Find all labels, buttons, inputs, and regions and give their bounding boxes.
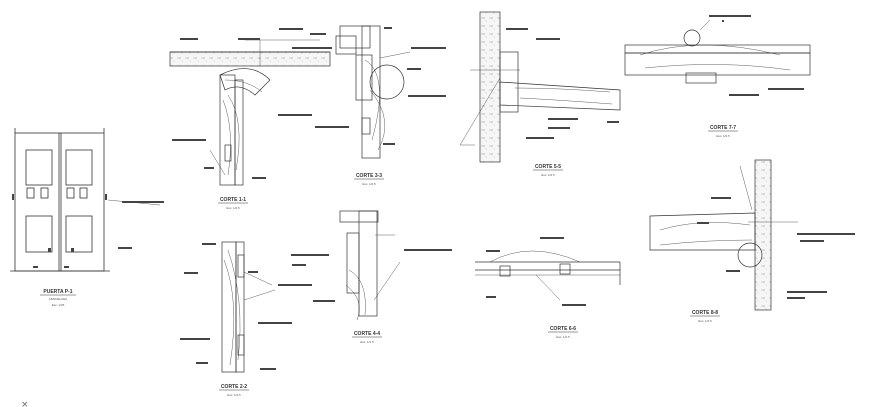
section-4-4-labels	[291, 249, 452, 302]
section-6-6-labels	[486, 237, 586, 306]
title-corte-7-7: CORTE 7-7 Esc. 1/2.5	[708, 125, 738, 138]
title-corte-5-5: CORTE 5-5 Esc. 1/2.5	[533, 164, 563, 177]
title-corte-2-2: CORTE 2-2 Esc. 1/2.5	[219, 384, 249, 397]
door-elevation	[10, 128, 161, 272]
svg-text:CORTE 8-8: CORTE 8-8	[692, 310, 718, 316]
svg-text:Esc. 1/2.5: Esc. 1/2.5	[541, 173, 555, 177]
title-corte-4-4: CORTE 4-4 Esc. 1/2.5	[352, 331, 382, 344]
svg-text:CORTE 6-6: CORTE 6-6	[550, 326, 576, 332]
svg-text:CORTE 2-2: CORTE 2-2	[221, 384, 247, 390]
section-5-5	[459, 11, 621, 163]
section-6-6	[475, 250, 621, 301]
section-8-8	[649, 159, 798, 311]
section-4-4	[339, 210, 401, 321]
section-3-3	[335, 25, 411, 159]
svg-text:Esc. 1/2.5: Esc. 1/2.5	[226, 206, 240, 210]
cross-marker: ×	[21, 400, 29, 407]
svg-text:CORTE 5-5: CORTE 5-5	[535, 164, 561, 170]
svg-text:Esc. 1/2.5: Esc. 1/2.5	[227, 393, 241, 397]
section-1-1-labels	[172, 28, 332, 179]
section-8-8-labels	[697, 197, 855, 299]
svg-text:APAINELADA: APAINELADA	[49, 297, 68, 301]
title-corte-8-8: CORTE 8-8 Esc. 1/2.5	[690, 310, 720, 323]
title-corte-1-1: CORTE 1-1 Esc. 1/2.5	[218, 197, 248, 210]
svg-text:PUERTA P-1: PUERTA P-1	[43, 289, 72, 295]
svg-text:Esc. 1/2.5: Esc. 1/2.5	[556, 335, 570, 339]
door-marks	[12, 194, 164, 268]
svg-text:CORTE 1-1: CORTE 1-1	[220, 197, 246, 203]
section-2-2-labels	[180, 243, 312, 370]
svg-text:Esc. 1/2.5: Esc. 1/2.5	[362, 182, 376, 186]
section-3-3-labels	[315, 27, 446, 145]
section-1-1	[169, 39, 331, 186]
section-7-7	[624, 19, 811, 84]
section-2-2	[221, 241, 276, 373]
svg-text:Esc. 1/2.5: Esc. 1/2.5	[360, 340, 374, 344]
svg-text:CORTE 4-4: CORTE 4-4	[354, 331, 380, 337]
svg-text:Esc. 1/2.5: Esc. 1/2.5	[716, 134, 730, 138]
svg-text:Esc. 1/25: Esc. 1/25	[52, 303, 65, 307]
svg-text:CORTE 7-7: CORTE 7-7	[710, 125, 736, 131]
title-corte-6-6: CORTE 6-6 Esc. 1/2.5	[548, 326, 578, 339]
section-5-5-labels	[506, 28, 619, 139]
svg-text:Esc. 1/2.5: Esc. 1/2.5	[698, 319, 712, 323]
title-corte-3-3: CORTE 3-3 Esc. 1/2.5	[354, 173, 384, 186]
section-7-7-labels	[709, 15, 804, 96]
title-puerta-p1: PUERTA P-1 APAINELADA Esc. 1/25	[40, 289, 76, 307]
svg-text:CORTE 3-3: CORTE 3-3	[356, 173, 382, 179]
